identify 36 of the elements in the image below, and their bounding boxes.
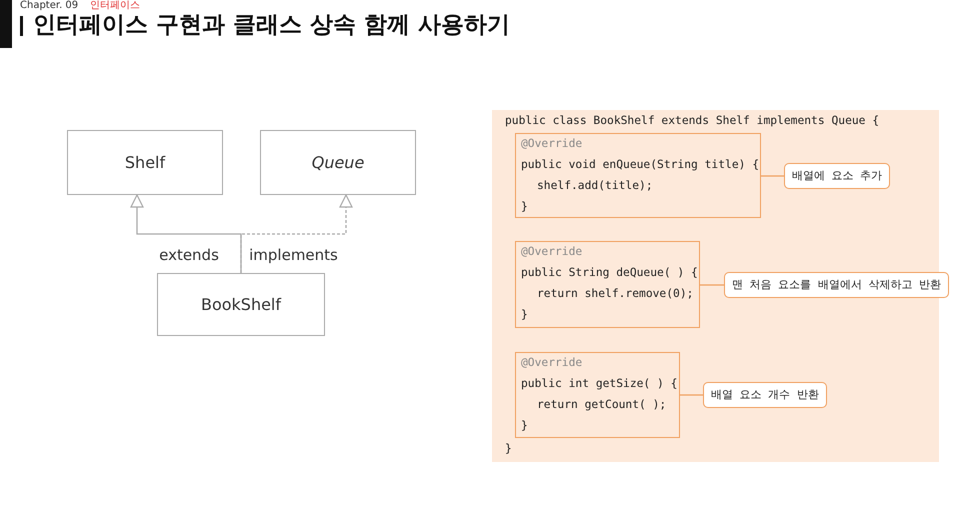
connector-line bbox=[761, 175, 784, 177]
callout-text: 맨 처음 요소를 배열에서 삭제하고 반환 bbox=[732, 277, 942, 293]
annotation: @Override bbox=[521, 244, 582, 260]
code-line: public String deQueue( ) { bbox=[521, 265, 698, 281]
callout-box bbox=[724, 272, 950, 298]
code-line: shelf.add(title); bbox=[537, 178, 653, 194]
callout-box bbox=[703, 382, 827, 408]
chapter-title: 인터페이스 bbox=[90, 0, 140, 11]
code-line: } bbox=[521, 307, 528, 323]
arrow bbox=[130, 194, 242, 273]
method-box bbox=[515, 241, 700, 328]
class-name: BookShelf bbox=[200, 295, 282, 314]
class-name: Shelf bbox=[124, 153, 166, 172]
code-line: return shelf.remove(0); bbox=[537, 286, 694, 302]
callout-box bbox=[784, 163, 890, 189]
code-line: public void enQueue(String title) { bbox=[521, 157, 760, 173]
callout-text: 배열에 요소 추가 bbox=[792, 168, 882, 184]
code-line: return getCount( ); bbox=[537, 397, 666, 413]
annotation: @Override bbox=[521, 136, 582, 152]
class-box bbox=[67, 130, 223, 195]
code-line: public int getSize( ) { bbox=[521, 376, 678, 392]
method-box bbox=[515, 133, 761, 218]
code-line: } bbox=[505, 441, 512, 457]
connector-line bbox=[680, 394, 703, 396]
code-line: public class BookShelf extends Shelf implements Queue { bbox=[505, 113, 880, 129]
chapter-label: Chapter. 09 bbox=[20, 0, 78, 11]
title: 인터페이스 구현과 클래스 상속 함께 사용하기 bbox=[33, 11, 510, 40]
class-box bbox=[260, 130, 416, 195]
class-box bbox=[157, 273, 325, 336]
code-line: } bbox=[521, 418, 528, 434]
method-box bbox=[515, 352, 680, 438]
class-name: Queue bbox=[312, 153, 364, 172]
callout-text: 배열 요소 개수 반환 bbox=[711, 387, 819, 403]
annotation: @Override bbox=[521, 355, 582, 371]
code-line: } bbox=[521, 199, 528, 215]
connector-line bbox=[700, 284, 724, 286]
